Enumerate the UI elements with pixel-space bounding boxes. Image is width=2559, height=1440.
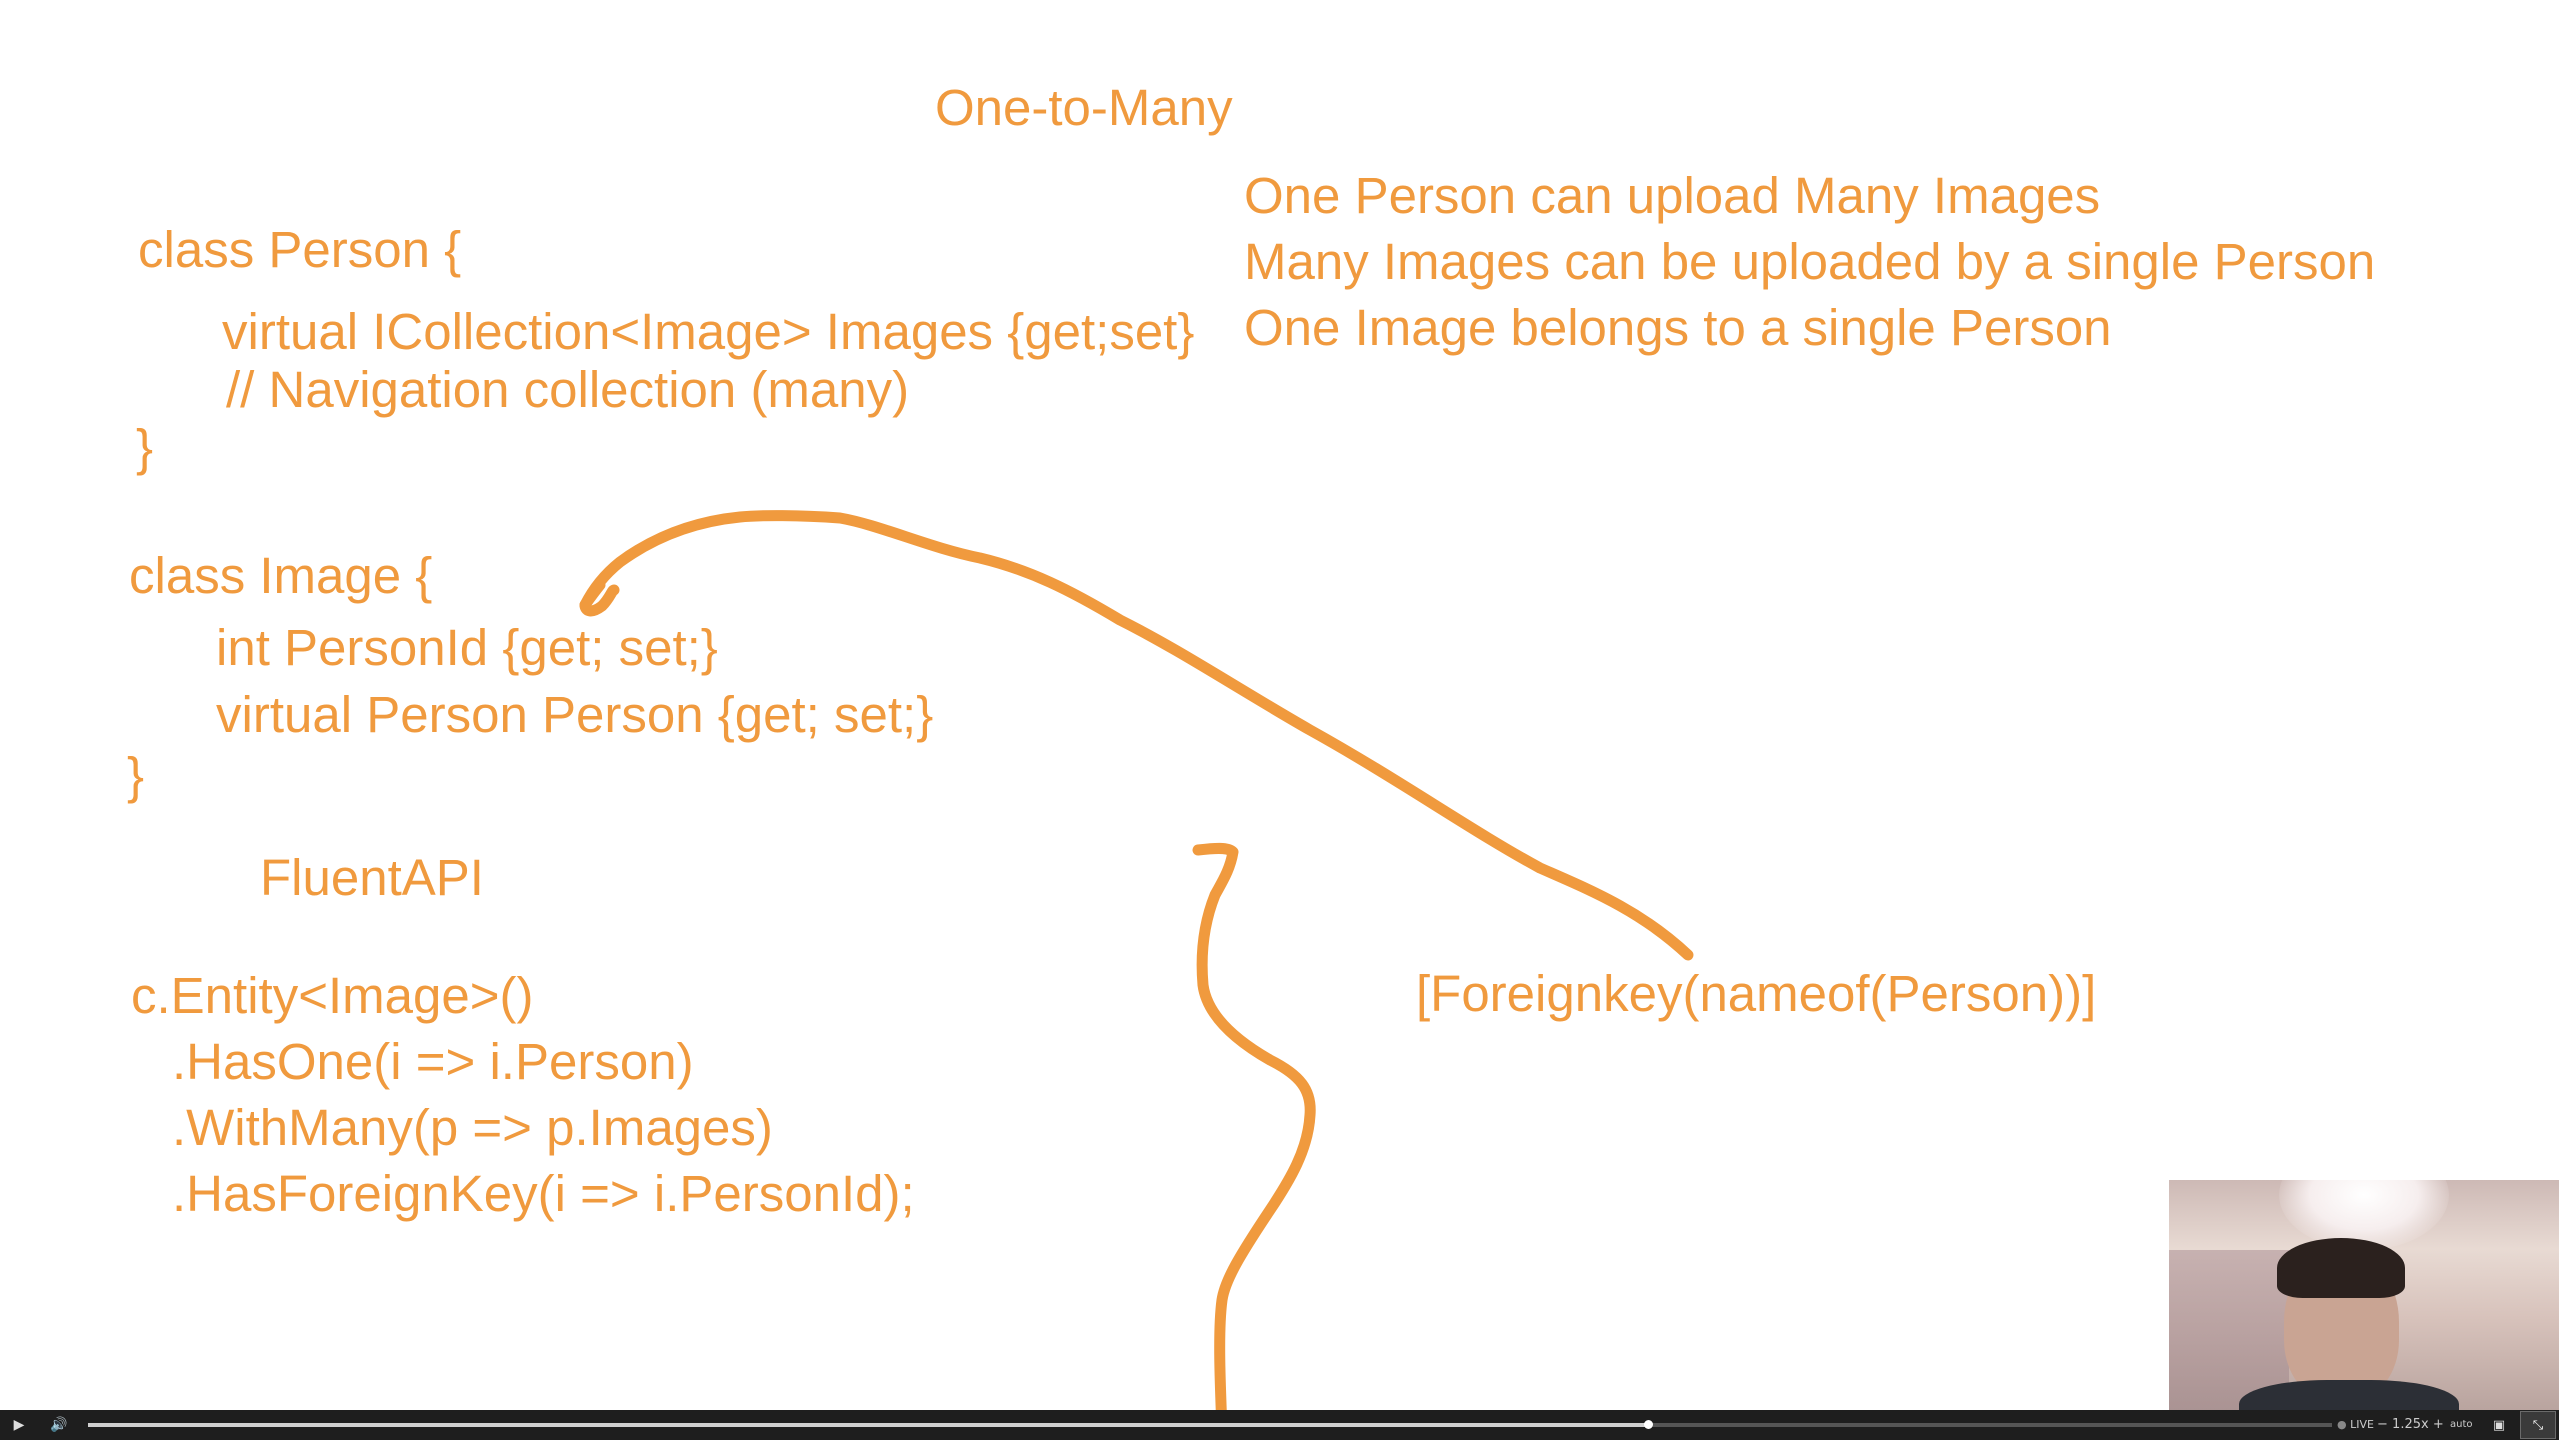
person-images-property: virtual ICollection<Image> Images {get;s…: [222, 303, 1195, 360]
volume-icon[interactable]: 🔊: [50, 1417, 68, 1433]
fluent-code-line: .HasOne(i => i.Person): [172, 1033, 694, 1090]
description-line: Many Images can be uploaded by a single …: [1244, 233, 2376, 290]
speed-label: 1.25x: [2392, 1417, 2429, 1432]
picture-in-picture-icon[interactable]: ▣: [2492, 1417, 2506, 1433]
description-line: One Person can upload Many Images: [1244, 167, 2101, 224]
progress-fill: [88, 1423, 1648, 1427]
webcam-overlay: [2169, 1180, 2559, 1410]
fluent-code-line: .HasForeignKey(i => i.PersonId);: [172, 1165, 915, 1222]
presenter-shirt: [2239, 1380, 2459, 1410]
person-class-header: class Person {: [138, 221, 462, 278]
speed-decrease-icon[interactable]: −: [2377, 1417, 2388, 1432]
speed-increase-icon[interactable]: +: [2432, 1417, 2444, 1432]
play-icon[interactable]: ▶: [13, 1417, 25, 1433]
live-dot-icon: ●: [2337, 1418, 2347, 1431]
fluent-api-heading: FluentAPI: [260, 849, 484, 906]
image-class-header: class Image {: [129, 547, 433, 604]
fluent-code-line: .WithMany(p => p.Images): [172, 1099, 773, 1156]
exit-fullscreen-button[interactable]: ⤡: [2520, 1411, 2556, 1439]
navigation-comment: // Navigation collection (many): [226, 361, 910, 418]
live-indicator[interactable]: ● LIVE: [2337, 1417, 2374, 1433]
arrow-head-stroke: [579, 579, 620, 617]
description-line: One Image belongs to a single Person: [1244, 299, 2112, 356]
slide-title: One-to-Many: [935, 79, 1233, 136]
progress-thumb[interactable]: [1643, 1420, 1653, 1429]
squiggle-stroke: [1192, 842, 1316, 1436]
fluent-code-line: c.Entity<Image>(): [131, 967, 534, 1024]
person-class-closing-brace: }: [136, 419, 154, 476]
speed-control[interactable]: − 1.25x +: [2377, 1417, 2444, 1433]
personid-property: int PersonId {get; set;}: [216, 619, 718, 676]
progress-bar[interactable]: [88, 1420, 2332, 1429]
person-navigation-property: virtual Person Person {get; set;}: [216, 686, 934, 743]
live-label: LIVE: [2350, 1418, 2374, 1431]
exit-fullscreen-icon: ⤡: [2532, 1417, 2544, 1433]
image-class-closing-brace: }: [127, 747, 145, 804]
quality-label[interactable]: auto: [2450, 1419, 2473, 1430]
background-shelf: [2169, 1250, 2289, 1410]
presenter-hair: [2277, 1238, 2405, 1298]
foreignkey-attribute: [Foreignkey(nameof(Person))]: [1416, 965, 2097, 1022]
